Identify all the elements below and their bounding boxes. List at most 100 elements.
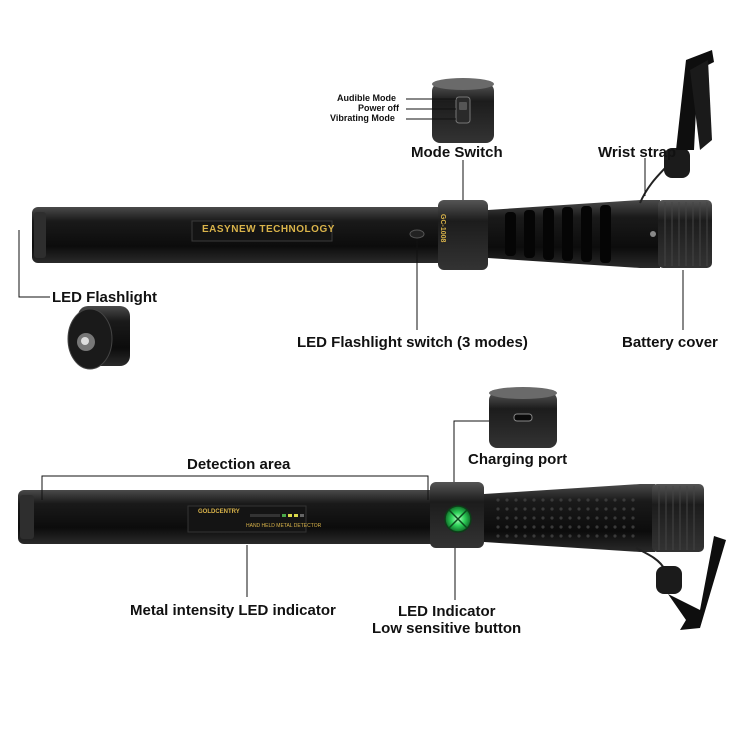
grip-texture-dot <box>559 534 563 538</box>
grip-texture-dot <box>550 534 554 538</box>
bottom-detector <box>18 482 726 630</box>
grip-texture-dot <box>577 507 581 511</box>
grip-texture-dot <box>559 516 563 520</box>
grip-texture-dot <box>523 525 527 529</box>
grip-texture-dot <box>577 498 581 502</box>
grip-texture-dot <box>559 525 563 529</box>
metal-intensity-leds <box>250 514 304 517</box>
grip-texture-dot <box>523 516 527 520</box>
bottom-leader-lines <box>41 420 489 600</box>
grip-texture-dot <box>559 498 563 502</box>
grip-texture-dot <box>631 534 635 538</box>
grip-texture-dot <box>568 534 572 538</box>
grip-texture-dot <box>586 516 590 520</box>
led-indicator-label: LED Indicator <box>398 603 496 620</box>
grip-texture-dot <box>496 498 500 502</box>
grip-texture-dot <box>541 525 545 529</box>
led-flashlight-label: LED Flashlight <box>52 289 157 306</box>
grip-texture-dot <box>568 525 572 529</box>
grip-texture-dot <box>613 498 617 502</box>
wrist-strap-label: Wrist strap <box>598 144 677 161</box>
grip-texture-dot <box>505 525 509 529</box>
grip-texture-dot <box>496 534 500 538</box>
bottom-battery-cover <box>652 484 704 552</box>
grip-texture-dot <box>523 534 527 538</box>
grip-texture-dot <box>541 516 545 520</box>
grip-texture-dot <box>613 534 617 538</box>
charging-port-detail <box>489 387 557 448</box>
grip-texture-dot <box>631 507 635 511</box>
mode-switch-detail <box>406 78 494 200</box>
grip-texture-dot <box>514 507 518 511</box>
grip-texture-dot <box>586 525 590 529</box>
grip-texture-dot <box>622 525 626 529</box>
grip-texture-dot <box>604 507 608 511</box>
grip-texture-dot <box>550 507 554 511</box>
grip-texture-dot <box>595 498 599 502</box>
grip-texture-dot <box>550 516 554 520</box>
grip-texture-dot <box>586 507 590 511</box>
grip-texture-dot <box>613 507 617 511</box>
grip-texture-dot <box>631 516 635 520</box>
grip-texture-dot <box>541 534 545 538</box>
low-sensitive-button-label: Low sensitive button <box>372 620 522 637</box>
led-flashlight-switch-label: LED Flashlight switch (3 modes) <box>297 334 528 351</box>
grip-texture-dot <box>532 507 536 511</box>
grip-texture-dot <box>541 498 545 502</box>
grip-texture-dot <box>532 498 536 502</box>
grip-texture-dot <box>622 507 626 511</box>
flashlight-switch <box>409 229 425 239</box>
power-off-label: Power off <box>358 103 400 113</box>
grip-texture-dot <box>568 507 572 511</box>
grip-texture-dot <box>505 498 509 502</box>
grip-texture-dot <box>604 516 608 520</box>
flashlight-tip-detail <box>67 306 130 370</box>
grip-texture-dot <box>505 534 509 538</box>
mode-ring <box>438 200 488 270</box>
grip-texture-dot <box>505 507 509 511</box>
grip-texture-dot <box>559 507 563 511</box>
top-brand-text: EASYNEW TECHNOLOGY <box>202 224 335 235</box>
battery-cover-label: Battery cover <box>622 334 718 351</box>
grip-texture-dot <box>532 516 536 520</box>
grip-texture-dot <box>604 534 608 538</box>
grip-texture-dot <box>604 498 608 502</box>
grip-texture-dot <box>595 525 599 529</box>
bottom-subtitle-text: HAND HELD METAL DETECTOR <box>246 523 322 529</box>
grip-texture-dot <box>514 525 518 529</box>
grip-texture-dot <box>631 525 635 529</box>
grip-texture-dot <box>550 498 554 502</box>
grip-texture-dot <box>523 498 527 502</box>
top-brand-plate <box>191 220 333 242</box>
grip-texture-dot <box>631 498 635 502</box>
grip-texture-dot <box>532 534 536 538</box>
grip-texture-dot <box>577 525 581 529</box>
top-wrist-strap <box>639 50 714 204</box>
grip-texture-dot <box>523 507 527 511</box>
grip-texture-dot <box>586 534 590 538</box>
top-leader-lines <box>18 158 684 330</box>
grip-texture-dot <box>613 525 617 529</box>
top-model-text: GC-1008 <box>439 214 446 243</box>
grip-texture-dot <box>595 507 599 511</box>
bottom-wrist-strap <box>635 536 726 630</box>
grip-texture-dot <box>532 525 536 529</box>
charging-port-label: Charging port <box>468 451 568 468</box>
metal-intensity-led-label: Metal intensity LED indicator <box>130 602 336 619</box>
grip-texture-dot <box>622 516 626 520</box>
grip-texture-dot <box>514 534 518 538</box>
grip-texture-dot <box>613 516 617 520</box>
audible-mode-label: Audible Mode <box>337 93 396 103</box>
grip-texture-dot <box>541 507 545 511</box>
top-detector <box>32 50 714 270</box>
grip-texture-dot <box>577 534 581 538</box>
grip-texture-dot <box>514 516 518 520</box>
grip-texture-dot <box>496 516 500 520</box>
top-battery-cover <box>658 200 712 268</box>
grip-texture-dot <box>496 507 500 511</box>
grip-texture-dot <box>595 534 599 538</box>
grip-texture-dot <box>568 498 572 502</box>
grip-texture-dot <box>586 498 590 502</box>
